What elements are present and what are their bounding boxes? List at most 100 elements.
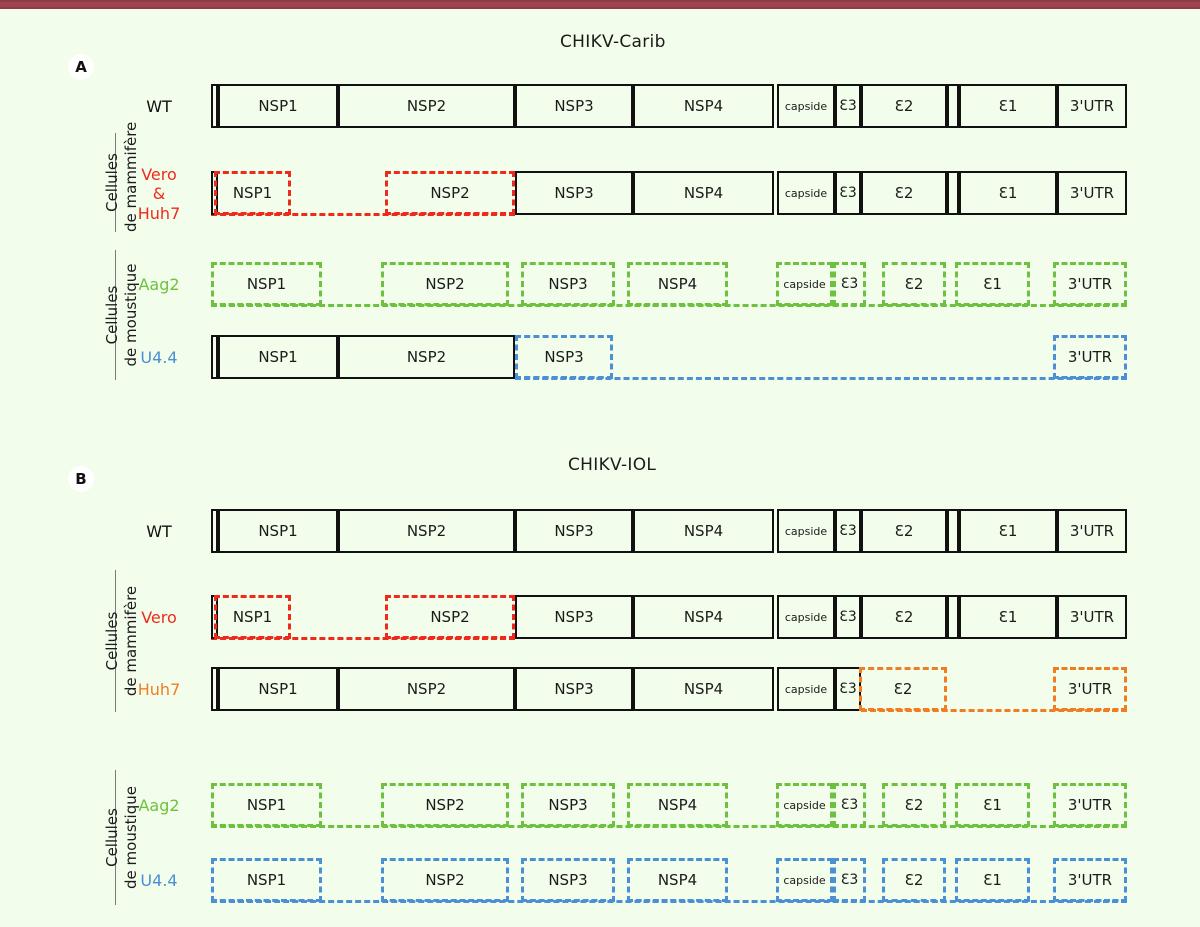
group-divider bbox=[115, 133, 116, 232]
genome-segment-E3: Ɛ3 bbox=[833, 783, 866, 827]
genome-segment-E1: Ɛ1 bbox=[959, 84, 1057, 128]
genome-segment-6K bbox=[947, 509, 959, 553]
genome-segment-E1: Ɛ1 bbox=[959, 509, 1057, 553]
genome-segment-capside: capside bbox=[776, 858, 833, 902]
genome-segment-NSP1: NSP1 bbox=[218, 509, 338, 553]
row-label-vero: Vero bbox=[141, 607, 177, 627]
panel-letter-B: B bbox=[68, 466, 94, 492]
genome-segment-E1: Ɛ1 bbox=[955, 783, 1030, 827]
genome-segment-NSP1: NSP1 bbox=[211, 262, 322, 306]
genome-segment-E3: Ɛ3 bbox=[835, 667, 861, 711]
genome-segment-E1: Ɛ1 bbox=[959, 595, 1057, 639]
genome-segment-capside: capside bbox=[776, 783, 833, 827]
genome-segment-NSP3: NSP3 bbox=[515, 171, 633, 215]
genome-segment-NSP2: NSP2 bbox=[338, 335, 515, 379]
genome-baseline bbox=[861, 709, 1127, 712]
genome-segment-E2: Ɛ2 bbox=[861, 595, 947, 639]
genome-segment-NSP3: NSP3 bbox=[521, 783, 615, 827]
panel-title-A: CHIKV-Carib bbox=[560, 32, 666, 52]
row-label-huh7: Huh7 bbox=[137, 679, 181, 699]
genome-segment-NSP1: NSP1 bbox=[218, 667, 338, 711]
genome-segment-E2: Ɛ2 bbox=[859, 667, 947, 711]
genome-baseline bbox=[211, 213, 515, 216]
genome-segment-NSP2: NSP2 bbox=[385, 171, 515, 215]
genome-segment-NSP3: NSP3 bbox=[521, 262, 615, 306]
genome-segment-3UTR: 3'UTR bbox=[1053, 783, 1127, 827]
row-label-u4.4: U4.4 bbox=[140, 347, 178, 367]
genome-segment-E1: Ɛ1 bbox=[959, 171, 1057, 215]
genome-segment-3UTR: 3'UTR bbox=[1057, 509, 1127, 553]
row-label-wt: WT bbox=[146, 96, 172, 116]
genome-segment-5UTR bbox=[211, 509, 218, 553]
genome-segment-NSP4: NSP4 bbox=[627, 262, 728, 306]
genome-segment-5UTR bbox=[211, 84, 218, 128]
genome-segment-E2: Ɛ2 bbox=[861, 171, 947, 215]
genome-segment-5UTR bbox=[211, 335, 218, 379]
genome-segment-NSP1: NSP1 bbox=[211, 858, 322, 902]
genome-segment-E2: Ɛ2 bbox=[882, 858, 946, 902]
genome-segment-NSP2: NSP2 bbox=[385, 595, 515, 639]
genome-segment-3UTR: 3'UTR bbox=[1057, 171, 1127, 215]
genome-segment-3UTR: 3'UTR bbox=[1057, 84, 1127, 128]
row-label-u4.4: U4.4 bbox=[140, 870, 178, 890]
genome-segment-5UTR bbox=[211, 667, 218, 711]
group-divider bbox=[115, 770, 116, 905]
genome-segment-NSP1: NSP1 bbox=[218, 84, 338, 128]
genome-segment-E3: Ɛ3 bbox=[835, 509, 861, 553]
genome-segment-capside: capside bbox=[777, 509, 835, 553]
genome-segment-NSP1: NSP1 bbox=[214, 595, 291, 639]
genome-segment-6K bbox=[947, 84, 959, 128]
genome-baseline bbox=[211, 637, 515, 640]
genome-segment-E3: Ɛ3 bbox=[833, 262, 866, 306]
genome-segment-E2: Ɛ2 bbox=[882, 783, 946, 827]
genome-segment-NSP3: NSP3 bbox=[515, 84, 633, 128]
genome-segment-capside: capside bbox=[776, 262, 833, 306]
genome-segment-NSP3: NSP3 bbox=[515, 595, 633, 639]
genome-segment-3UTR: 3'UTR bbox=[1053, 335, 1127, 379]
genome-baseline bbox=[515, 377, 1127, 380]
genome-segment-E3: Ɛ3 bbox=[835, 84, 861, 128]
group-label-mammifere-b: Cellules de mammifère bbox=[103, 585, 140, 697]
genome-segment-NSP1: NSP1 bbox=[214, 171, 291, 215]
genome-segment-E1: Ɛ1 bbox=[955, 858, 1030, 902]
genome-segment-NSP2: NSP2 bbox=[381, 858, 509, 902]
genome-segment-E3: Ɛ3 bbox=[835, 171, 861, 215]
genome-segment-NSP2: NSP2 bbox=[338, 509, 515, 553]
genome-segment-NSP3: NSP3 bbox=[521, 858, 615, 902]
panel-letter-A: A bbox=[68, 54, 94, 80]
panel-title-B: CHIKV-IOL bbox=[568, 455, 657, 475]
genome-segment-NSP2: NSP2 bbox=[381, 783, 509, 827]
genome-segment-3UTR: 3'UTR bbox=[1057, 595, 1127, 639]
row-label-aag2: Aag2 bbox=[138, 274, 180, 294]
genome-segment-NSP4: NSP4 bbox=[633, 171, 774, 215]
genome-segment-E2: Ɛ2 bbox=[882, 262, 946, 306]
genome-segment-NSP3: NSP3 bbox=[515, 335, 613, 379]
genome-segment-NSP4: NSP4 bbox=[633, 667, 774, 711]
genome-segment-capside: capside bbox=[777, 84, 835, 128]
group-label-moustique-a: Cellules de moustique bbox=[103, 263, 140, 367]
genome-segment-3UTR: 3'UTR bbox=[1053, 262, 1127, 306]
genome-segment-NSP3: NSP3 bbox=[515, 667, 633, 711]
group-label-moustique-b: Cellules de moustique bbox=[103, 786, 140, 889]
genome-segment-3UTR: 3'UTR bbox=[1053, 858, 1127, 902]
group-label-mammifere-a: Cellules de mammifère bbox=[103, 121, 140, 232]
genome-segment-NSP4: NSP4 bbox=[633, 84, 774, 128]
genome-segment-NSP1: NSP1 bbox=[211, 783, 322, 827]
genome-segment-NSP4: NSP4 bbox=[627, 783, 728, 827]
genome-segment-6K bbox=[947, 595, 959, 639]
genome-segment-E3: Ɛ3 bbox=[833, 858, 866, 902]
genome-segment-NSP2: NSP2 bbox=[381, 262, 509, 306]
genome-segment-E2: Ɛ2 bbox=[861, 84, 947, 128]
genome-segment-NSP3: NSP3 bbox=[515, 509, 633, 553]
group-divider bbox=[115, 250, 116, 380]
genome-segment-NSP2: NSP2 bbox=[338, 84, 515, 128]
genome-segment-E1: Ɛ1 bbox=[955, 262, 1030, 306]
genome-segment-NSP4: NSP4 bbox=[633, 509, 774, 553]
group-divider bbox=[115, 570, 116, 712]
